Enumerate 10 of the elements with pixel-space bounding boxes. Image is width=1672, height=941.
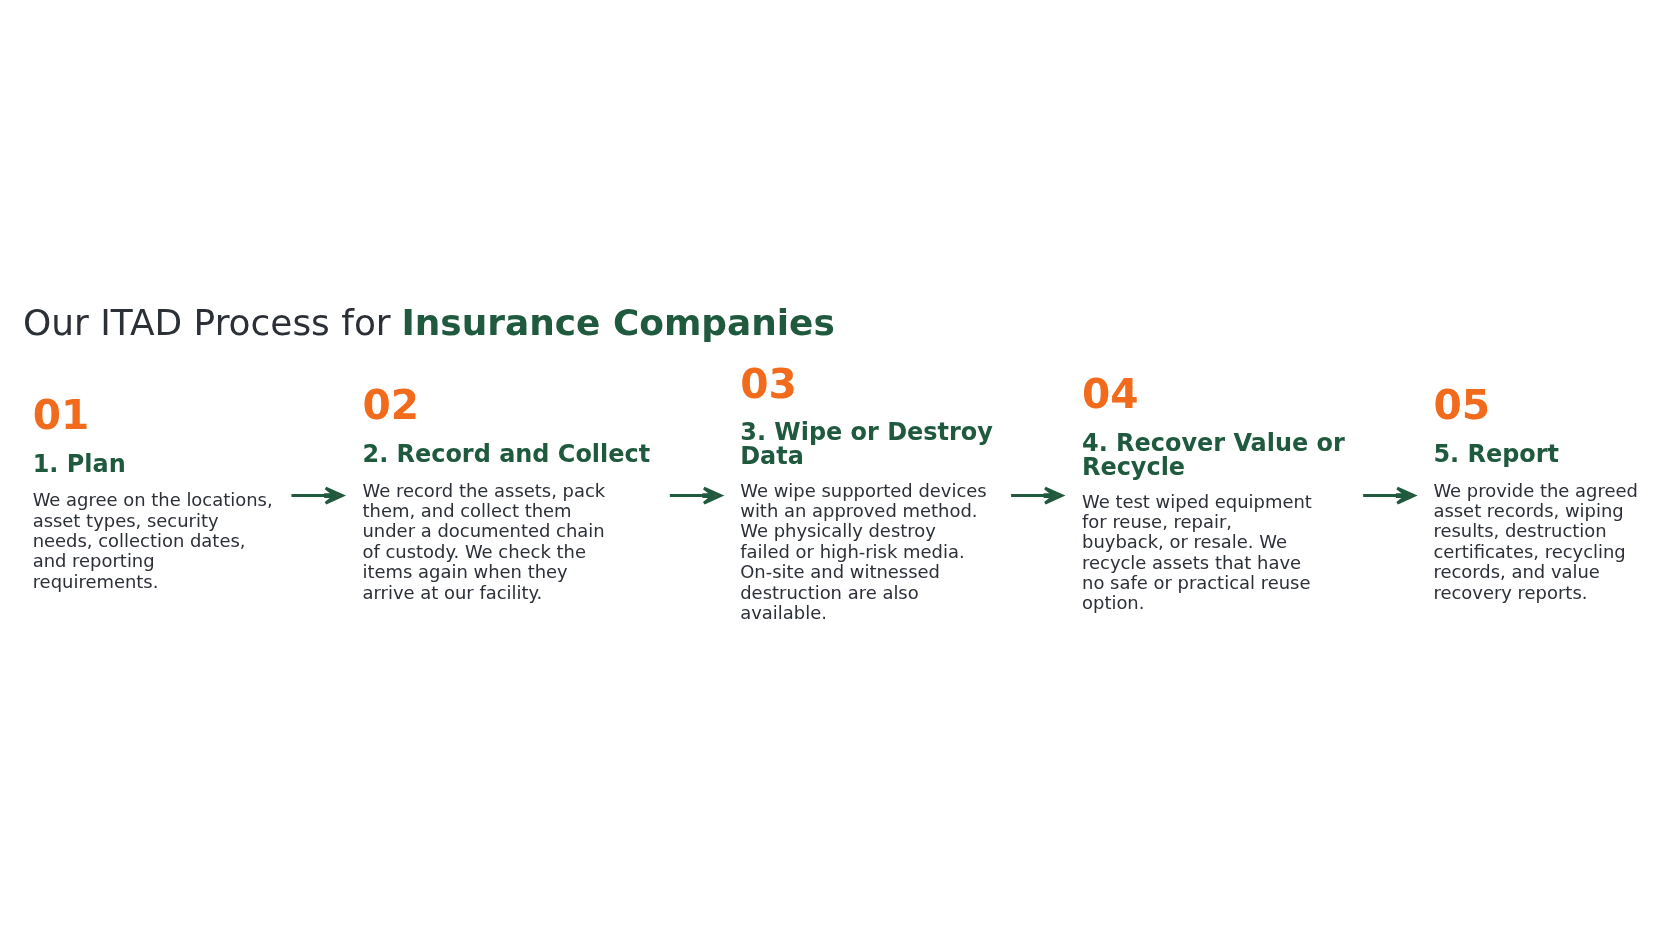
node-text: 02 2. Record and Collect We record the assets, pack them, and collect them under a documented chain of custody. We check the items again when they arrive at our facility. xyxy=(362,380,651,603)
node-text: 04 4. Recover Value or Recycle We test wiped equipment for reuse, repair, buyback, or resale. We recycle assets that have no safe or practical reuse option. xyxy=(1082,369,1345,613)
node-text: 05 5. Report We provide the agreed asset records, wiping results, destruction certificates, recycling records, and value recovery reports. xyxy=(1433,380,1638,603)
arrow xyxy=(291,486,344,505)
arrow xyxy=(1011,486,1064,505)
node-text: 01 1. Plan We agree on the locations, asset types, security needs, collection dates, and reporting requirements. xyxy=(32,390,273,592)
arrow xyxy=(1363,486,1416,505)
diagram-title: Our ITAD Process for Insurance Companies xyxy=(23,301,835,343)
node-text: 03 3. Wipe or Destroy Data We wipe supported devices with an approved method. We physically destroy failed or high-risk media. On-site and witnessed destruction are also available. xyxy=(740,359,993,623)
arrow xyxy=(669,486,723,505)
